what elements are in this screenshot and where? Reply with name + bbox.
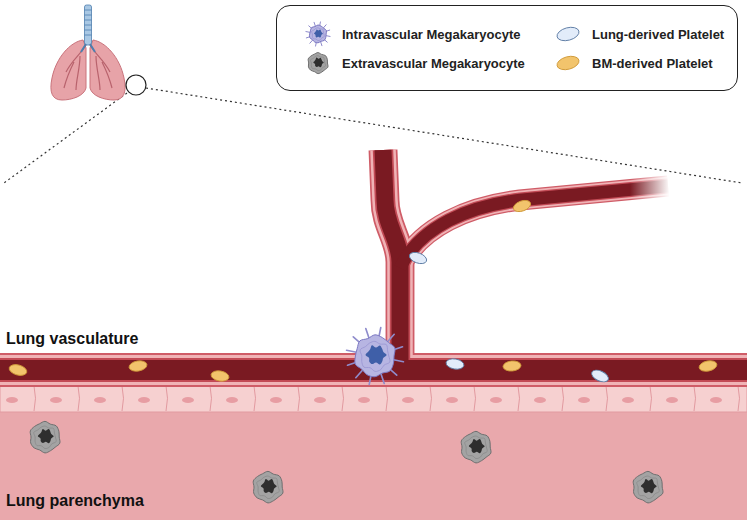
legend-icon [550, 20, 586, 48]
lung-derived-platelet [556, 25, 581, 43]
epithelium-band [0, 384, 747, 412]
legend-entry: Intravascular Megakaryocyte [300, 20, 520, 48]
zoom-line [146, 88, 742, 183]
cell-nucleus [710, 397, 722, 403]
lung-derived-platelet [408, 250, 428, 266]
cell-nucleus [138, 397, 150, 403]
vessel-wall [400, 186, 668, 268]
cell-border [122, 386, 124, 411]
bm-derived-platelet [556, 54, 581, 72]
cell-border [254, 386, 256, 411]
intravascular-megakaryocyte [306, 22, 330, 46]
vessel-wall [400, 186, 668, 268]
lungs-icon [51, 5, 146, 100]
parenchyma-ground [0, 384, 747, 520]
cell-nucleus [490, 397, 502, 403]
cell-border [518, 386, 520, 411]
cell-nucleus [666, 397, 678, 403]
intravascular-megakaryocyte [347, 328, 404, 385]
region-label: Lung vasculature [6, 330, 138, 348]
cell-nucleus [94, 397, 106, 403]
legend-entry: Lung-derived Platelet [550, 20, 724, 48]
cell-border [210, 386, 212, 411]
zoom-line [4, 93, 127, 183]
bm-derived-platelet [512, 198, 532, 214]
vessel-wall [400, 186, 668, 268]
cell-nucleus [50, 397, 62, 403]
cell-nucleus [314, 397, 326, 403]
cell-border [650, 386, 652, 411]
legend-text: Lung-derived Platelet [592, 27, 724, 42]
cell-nucleus [270, 397, 282, 403]
legend-text: BM-derived Platelet [592, 56, 713, 71]
vessel-wall [400, 186, 668, 268]
extravascular-megakaryocyte [30, 421, 60, 453]
cell-nucleus [358, 397, 370, 403]
cell-border [606, 386, 608, 411]
legend-icon [300, 20, 336, 48]
lung-derived-platelet [590, 368, 611, 385]
legend-text: Intravascular Megakaryocyte [342, 27, 520, 42]
cell-border [738, 386, 740, 411]
cell-nucleus [402, 397, 414, 403]
cell-border [298, 386, 300, 411]
cell-border [78, 386, 80, 411]
cell-nucleus [534, 397, 546, 403]
cells-layer [8, 198, 718, 503]
legend-entry: BM-derived Platelet [550, 49, 713, 77]
cell-border [562, 386, 564, 411]
cell-nucleus [578, 397, 590, 403]
cell-nucleus [622, 397, 634, 403]
bm-derived-platelet [210, 370, 229, 383]
legend-icon [550, 49, 586, 77]
extravascular-megakaryocyte [253, 471, 283, 503]
cell-nucleus [446, 397, 458, 403]
cell-border [34, 386, 36, 411]
region-label: Lung parenchyma [6, 492, 144, 510]
cell-nucleus [6, 397, 18, 403]
vessel-fade [630, 170, 670, 200]
epithelial-layer [0, 384, 747, 412]
extravascular-megakaryocyte [461, 431, 491, 463]
cell-nucleus [182, 397, 194, 403]
bm-derived-platelet [503, 360, 522, 372]
cell-border [386, 386, 388, 411]
bm-derived-platelet [698, 359, 718, 373]
legend-box [276, 5, 738, 91]
cell-border [430, 386, 432, 411]
cell-border [166, 386, 168, 411]
extravascular-megakaryocyte [308, 53, 328, 74]
bm-derived-platelet [8, 363, 28, 377]
legend-icon [300, 49, 336, 77]
cell-border [474, 386, 476, 411]
legend-text: Extravascular Megakaryocyte [342, 56, 525, 71]
cell-border [694, 386, 696, 411]
legend-entry: Extravascular Megakaryocyte [300, 49, 525, 77]
extravascular-megakaryocyte [633, 471, 663, 503]
cell-border [342, 386, 344, 411]
bm-derived-platelet [128, 360, 147, 373]
lung-derived-platelet [445, 358, 464, 371]
cell-nucleus [226, 397, 238, 403]
